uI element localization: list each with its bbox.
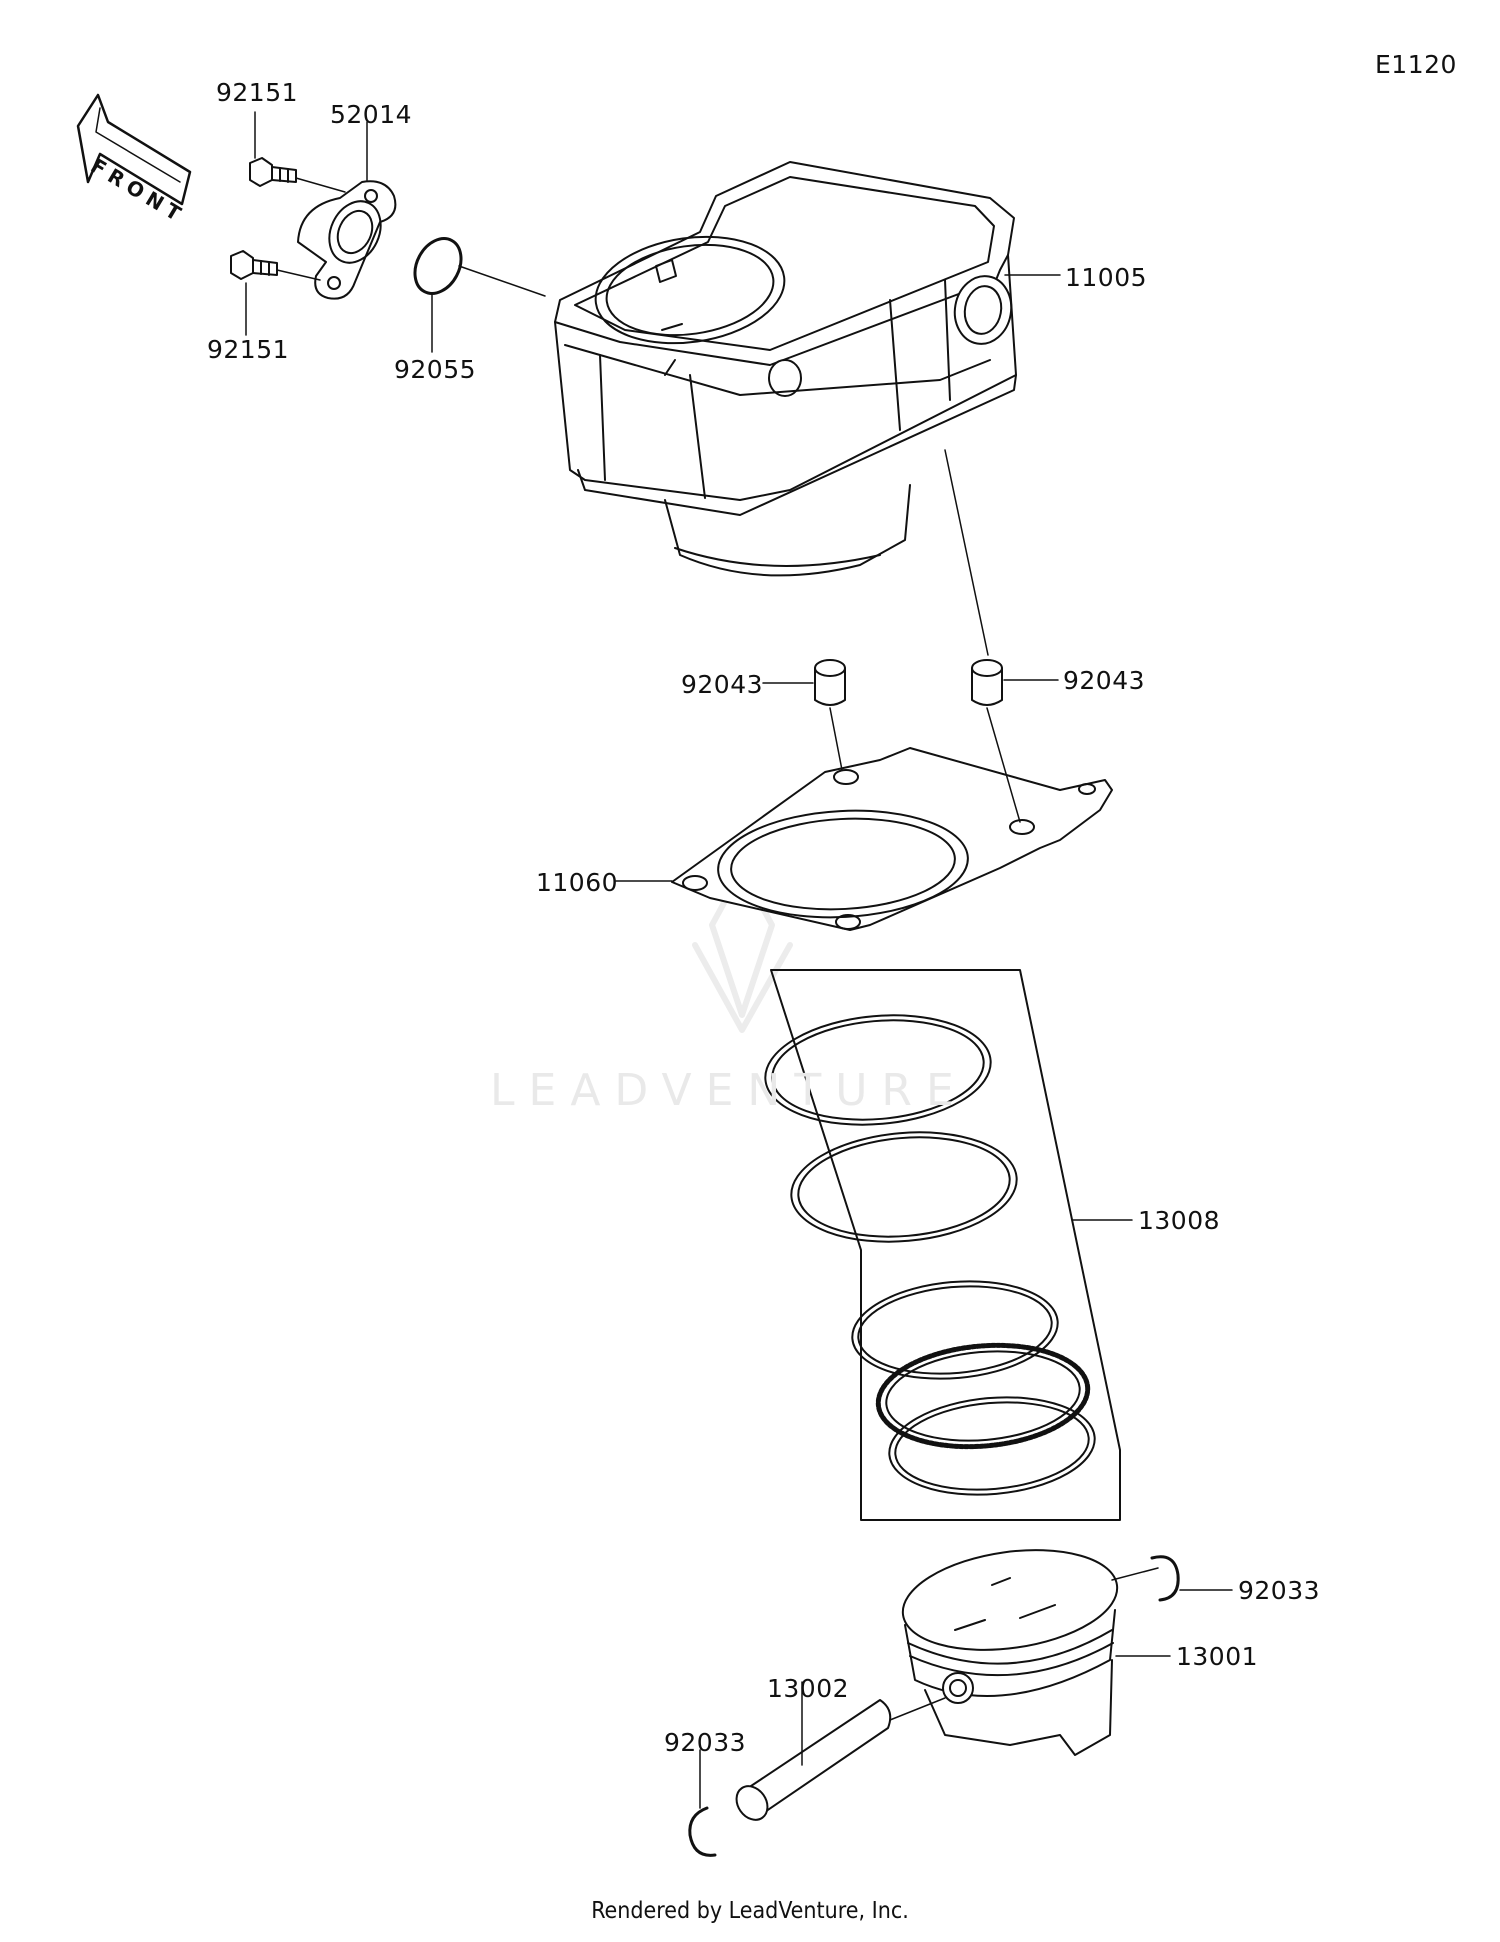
bolt-upper [250,158,296,186]
watermark-text: LEADVENTURE [490,1065,968,1116]
callout-92151-lower: 92151 [207,335,290,364]
dowel-pin-right [972,660,1002,705]
callout-52014: 52014 [330,100,413,129]
piston [896,1537,1123,1755]
callout-92151-upper: 92151 [216,78,299,107]
o-ring [406,231,470,302]
callout-13008: 13008 [1138,1206,1221,1235]
callout-92033-left: 92033 [664,1728,747,1757]
leader-lines [246,112,1232,1808]
callout-92033-right: 92033 [1238,1576,1321,1605]
piston-pin [730,1700,890,1826]
diagram-code: E1120 [1375,50,1457,79]
callout-13002: 13002 [767,1674,850,1703]
head-gasket [672,748,1112,930]
callout-92055: 92055 [394,355,477,384]
cylinder [555,162,1016,575]
piston-rings [761,1006,1099,1502]
callout-11060: 11060 [536,868,619,897]
circlip-left [690,1808,715,1855]
footer-credit: Rendered by LeadVenture, Inc. [591,1898,909,1924]
circlip-right [1152,1557,1178,1600]
dowel-pin-left [815,660,845,705]
callout-92043-left: 92043 [681,670,764,699]
callout-92043-right: 92043 [1063,666,1146,695]
water-fitting [298,181,395,298]
ring-set-box [771,970,1120,1520]
front-arrow-icon [78,95,190,204]
bolt-lower [231,251,277,279]
callout-13001: 13001 [1176,1642,1259,1671]
callout-11005: 11005 [1065,263,1148,292]
